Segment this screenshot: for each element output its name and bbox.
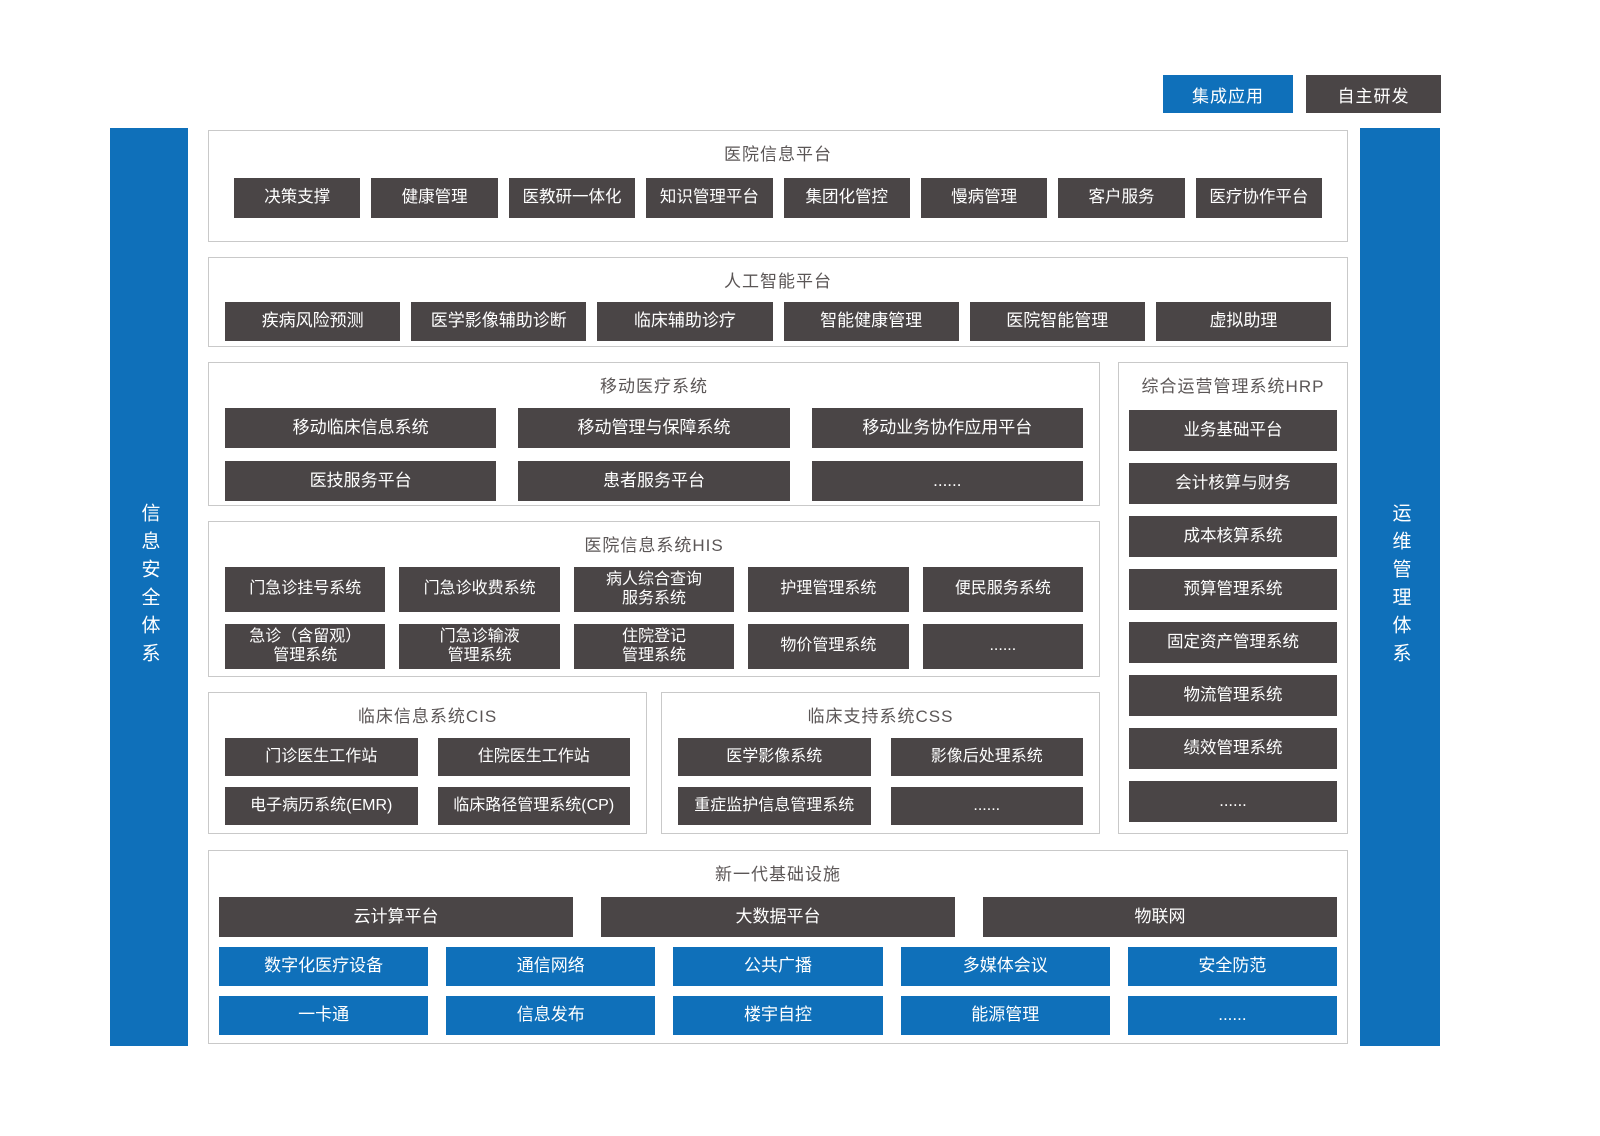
cis-block: 门诊医生工作站 xyxy=(225,738,418,776)
ops-management-sidebar: 运维管理体系 xyxy=(1360,128,1440,1046)
section-his: 医院信息系统HIS 门急诊挂号系统 门急诊收费系统 病人综合查询 服务系统 护理… xyxy=(208,521,1100,677)
section-title: 人工智能平台 xyxy=(724,272,832,291)
section-mobile-medical: 移动医疗系统 移动临床信息系统 移动管理与保障系统 移动业务协作应用平台 医技服… xyxy=(208,362,1100,506)
mobile-block: 移动业务协作应用平台 xyxy=(811,408,1083,448)
ai-block: 虚拟助理 xyxy=(1155,302,1332,341)
platform-block: 集团化管控 xyxy=(783,178,910,218)
his-block: 病人综合查询 服务系统 xyxy=(573,567,735,612)
ai-block: 医院智能管理 xyxy=(969,302,1145,341)
section-title: 医院信息平台 xyxy=(724,145,832,164)
ai-block: 医学影像辅助诊断 xyxy=(411,302,587,341)
css-block: 影像后处理系统 xyxy=(890,738,1083,776)
section-title: 新一代基础设施 xyxy=(715,865,841,884)
platform-block: 慢病管理 xyxy=(920,178,1048,218)
platform-block: 医疗协作平台 xyxy=(1195,178,1322,218)
platform-block: 客户服务 xyxy=(1058,178,1185,218)
legend-integrated-app: 集成应用 xyxy=(1163,75,1293,113)
infra-blue-block: 多媒体会议 xyxy=(900,947,1110,986)
his-block: 门急诊输液 管理系统 xyxy=(399,624,560,669)
mobile-block: 医技服务平台 xyxy=(225,461,497,501)
hrp-block: 绩效管理系统 xyxy=(1129,728,1337,769)
section-title: 医院信息系统HIS xyxy=(584,536,724,555)
section-css: 临床支持系统CSS 医学影像系统 影像后处理系统 重症监护信息管理系统 ....… xyxy=(661,692,1100,834)
mobile-block: 移动管理与保障系统 xyxy=(518,408,790,448)
platform-block: 医教研一体化 xyxy=(508,178,636,218)
hrp-block: 固定资产管理系统 xyxy=(1129,622,1337,663)
diagram-body: 信息安全体系 医院信息平台 决策支撑 健康管理 医教研一体化 知识管理平台 集团… xyxy=(110,128,1440,1046)
his-block: 物价管理系统 xyxy=(748,624,909,669)
his-block: 便民服务系统 xyxy=(922,567,1084,612)
mobile-block: 患者服务平台 xyxy=(518,461,790,501)
cis-block: 电子病历系统(EMR) xyxy=(225,787,418,825)
middle-zone: 移动医疗系统 移动临床信息系统 移动管理与保障系统 移动业务协作应用平台 医技服… xyxy=(208,362,1348,834)
diagram-center: 医院信息平台 决策支撑 健康管理 医教研一体化 知识管理平台 集团化管控 慢病管… xyxy=(208,130,1348,1046)
platform-block: 健康管理 xyxy=(371,178,498,218)
ai-block: 智能健康管理 xyxy=(783,302,959,341)
platform-block: 知识管理平台 xyxy=(646,178,773,218)
section-hrp: 综合运营管理系统HRP 业务基础平台 会计核算与财务 成本核算系统 预算管理系统… xyxy=(1118,362,1348,834)
his-block-ellipsis: ...... xyxy=(922,624,1084,669)
mobile-block-ellipsis: ...... xyxy=(811,461,1083,501)
his-block: 门急诊收费系统 xyxy=(399,567,560,612)
section-hospital-info-platform: 医院信息平台 决策支撑 健康管理 医教研一体化 知识管理平台 集团化管控 慢病管… xyxy=(208,130,1348,242)
section-title: 移动医疗系统 xyxy=(600,377,708,396)
his-block: 门急诊挂号系统 xyxy=(225,567,386,612)
infra-dark-block: 云计算平台 xyxy=(219,897,573,937)
infra-blue-block: 数字化医疗设备 xyxy=(219,947,429,986)
section-title: 综合运营管理系统HRP xyxy=(1141,377,1325,396)
infra-blue-block: 通信网络 xyxy=(446,947,656,986)
his-block: 住院登记 管理系统 xyxy=(573,624,735,669)
infra-blue-block: 楼宇自控 xyxy=(673,996,883,1035)
ai-block: 临床辅助诊疗 xyxy=(597,302,773,341)
platform-block: 决策支撑 xyxy=(234,178,361,218)
his-block: 护理管理系统 xyxy=(748,567,909,612)
infra-blue-block: 能源管理 xyxy=(900,996,1110,1035)
css-block-ellipsis: ...... xyxy=(890,787,1083,825)
section-ai-platform: 人工智能平台 疾病风险预测 医学影像辅助诊断 临床辅助诊疗 智能健康管理 医院智… xyxy=(208,257,1348,347)
infra-dark-block: 物联网 xyxy=(983,897,1337,937)
middle-left-column: 移动医疗系统 移动临床信息系统 移动管理与保障系统 移动业务协作应用平台 医技服… xyxy=(208,362,1100,834)
hrp-block: 成本核算系统 xyxy=(1129,516,1337,557)
hrp-block: 预算管理系统 xyxy=(1129,569,1337,610)
infra-blue-block: 公共广播 xyxy=(673,947,883,986)
his-block: 急诊（含留观） 管理系统 xyxy=(225,624,386,669)
infra-blue-block: 信息发布 xyxy=(446,996,656,1035)
hrp-block-ellipsis: ...... xyxy=(1129,781,1337,822)
section-cis: 临床信息系统CIS 门诊医生工作站 住院医生工作站 电子病历系统(EMR) 临床… xyxy=(208,692,647,834)
section-infrastructure: 新一代基础设施 云计算平台 大数据平台 物联网 数字化医疗设备 通信网络 公共广… xyxy=(208,850,1348,1044)
infra-dark-block: 大数据平台 xyxy=(601,897,955,937)
cis-block: 临床路径管理系统(CP) xyxy=(437,787,630,825)
legend: 集成应用 自主研发 xyxy=(1163,75,1441,113)
css-block: 重症监护信息管理系统 xyxy=(678,787,871,825)
hrp-block: 业务基础平台 xyxy=(1129,410,1337,451)
infra-blue-block: 一卡通 xyxy=(219,996,429,1035)
info-security-sidebar: 信息安全体系 xyxy=(110,128,188,1046)
section-title: 临床支持系统CSS xyxy=(807,707,954,726)
mobile-block: 移动临床信息系统 xyxy=(225,408,497,448)
hrp-block: 会计核算与财务 xyxy=(1129,463,1337,504)
ai-block: 疾病风险预测 xyxy=(225,302,401,341)
css-block: 医学影像系统 xyxy=(678,738,871,776)
legend-self-developed: 自主研发 xyxy=(1306,75,1441,113)
infra-blue-block: 安全防范 xyxy=(1127,947,1338,986)
cis-css-row: 临床信息系统CIS 门诊医生工作站 住院医生工作站 电子病历系统(EMR) 临床… xyxy=(208,692,1100,834)
section-title: 临床信息系统CIS xyxy=(357,707,498,726)
cis-block: 住院医生工作站 xyxy=(437,738,630,776)
infra-blue-block-ellipsis: ...... xyxy=(1127,996,1338,1035)
hrp-block: 物流管理系统 xyxy=(1129,675,1337,716)
